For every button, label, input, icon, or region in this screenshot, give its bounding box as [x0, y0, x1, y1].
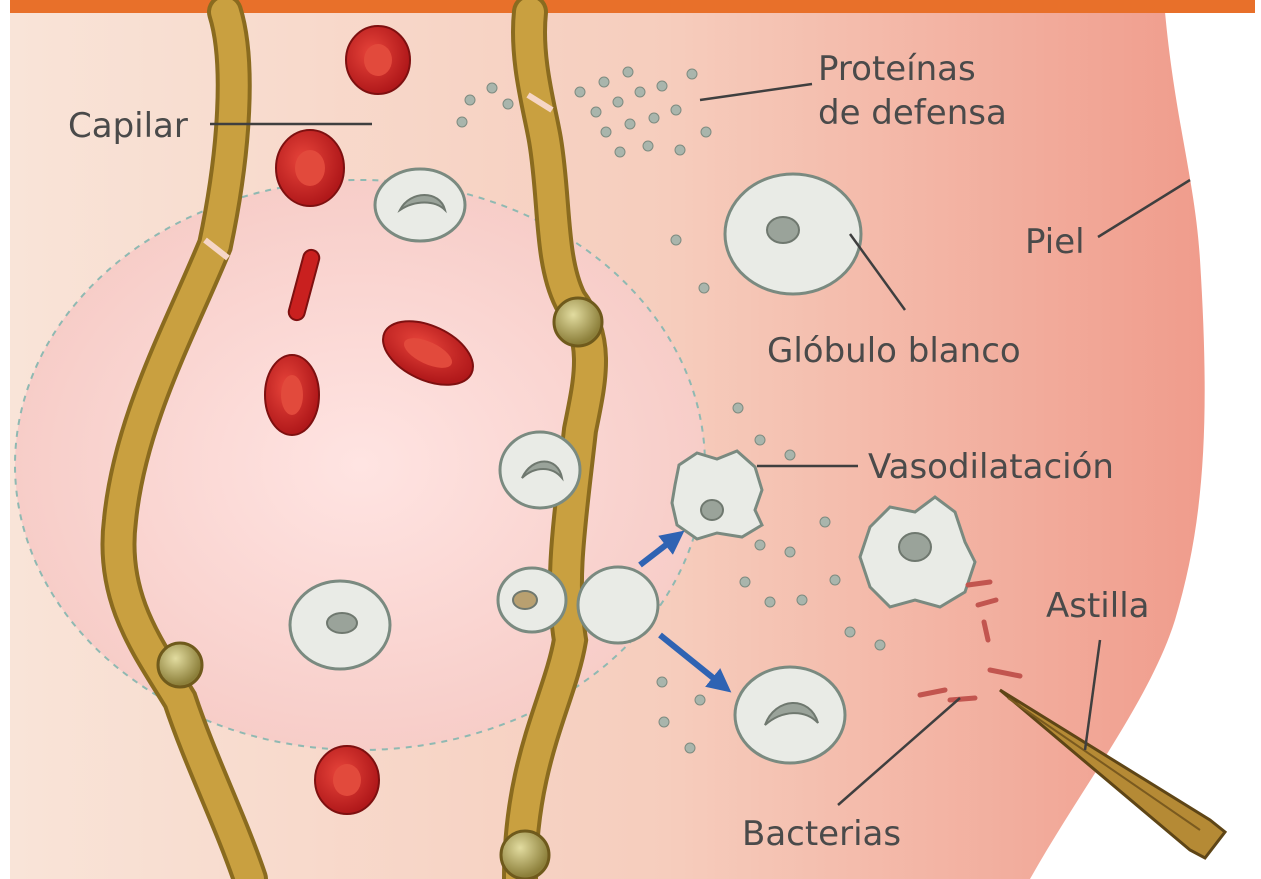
protein-dot-icon — [591, 107, 601, 117]
endothelial-nucleus — [158, 643, 202, 687]
protein-dot-icon — [635, 87, 645, 97]
protein-dot-icon — [487, 83, 497, 93]
protein-dot-icon — [671, 105, 681, 115]
protein-dot-icon — [503, 99, 513, 109]
protein-dot-icon — [601, 127, 611, 137]
protein-dot-icon — [649, 113, 659, 123]
bacteria-icon — [968, 582, 990, 585]
protein-dot-icon — [575, 87, 585, 97]
protein-dot-icon — [755, 540, 765, 550]
red-blood-cell-icon — [346, 26, 410, 94]
label-proteinas-line1: Proteínas — [818, 49, 976, 89]
protein-dot-icon — [657, 677, 667, 687]
protein-dot-icon — [845, 627, 855, 637]
protein-dot-icon — [765, 597, 775, 607]
protein-dot-icon — [465, 95, 475, 105]
white-blood-cell-icon — [375, 169, 465, 241]
protein-dot-icon — [785, 547, 795, 557]
bacteria-icon — [950, 698, 975, 700]
label-proteinas-line2: de defensa — [818, 93, 1007, 133]
endothelial-nucleus — [501, 831, 549, 879]
protein-dot-icon — [733, 403, 743, 413]
white-blood-cell-icon — [672, 451, 762, 539]
label-capilar: Capilar — [68, 106, 188, 146]
white-blood-cell-icon — [500, 432, 580, 508]
protein-dot-icon — [685, 743, 695, 753]
top-frame-bar — [10, 0, 1255, 13]
protein-dot-icon — [659, 717, 669, 727]
protein-dot-icon — [701, 127, 711, 137]
protein-dot-icon — [657, 81, 667, 91]
red-blood-cell-icon — [315, 746, 379, 814]
protein-dot-icon — [625, 119, 635, 129]
endothelial-nucleus — [554, 298, 602, 346]
label-bacterias: Bacterias — [742, 814, 901, 854]
white-blood-cell-icon — [725, 174, 861, 294]
protein-dot-icon — [785, 450, 795, 460]
protein-dot-icon — [695, 695, 705, 705]
label-astilla: Astilla — [1046, 586, 1149, 626]
protein-dot-icon — [820, 517, 830, 527]
protein-dot-icon — [643, 141, 653, 151]
protein-dot-icon — [457, 117, 467, 127]
protein-dot-icon — [615, 147, 625, 157]
protein-dot-icon — [687, 69, 697, 79]
protein-dot-icon — [740, 577, 750, 587]
white-blood-cell-icon — [735, 667, 845, 763]
red-blood-cell-icon — [265, 355, 319, 435]
label-piel: Piel — [1025, 222, 1085, 262]
protein-dot-icon — [623, 67, 633, 77]
protein-dot-icon — [875, 640, 885, 650]
protein-dot-icon — [599, 77, 609, 87]
protein-dot-icon — [613, 97, 623, 107]
label-vasodilatacion: Vasodilatación — [868, 447, 1114, 487]
protein-dot-icon — [830, 575, 840, 585]
label-globulo-blanco: Glóbulo blanco — [767, 331, 1021, 371]
red-blood-cell-icon — [276, 130, 344, 206]
protein-dot-icon — [755, 435, 765, 445]
protein-dot-icon — [675, 145, 685, 155]
protein-dot-icon — [699, 283, 709, 293]
white-blood-cell-icon — [290, 581, 390, 669]
protein-dot-icon — [671, 235, 681, 245]
protein-dot-icon — [797, 595, 807, 605]
